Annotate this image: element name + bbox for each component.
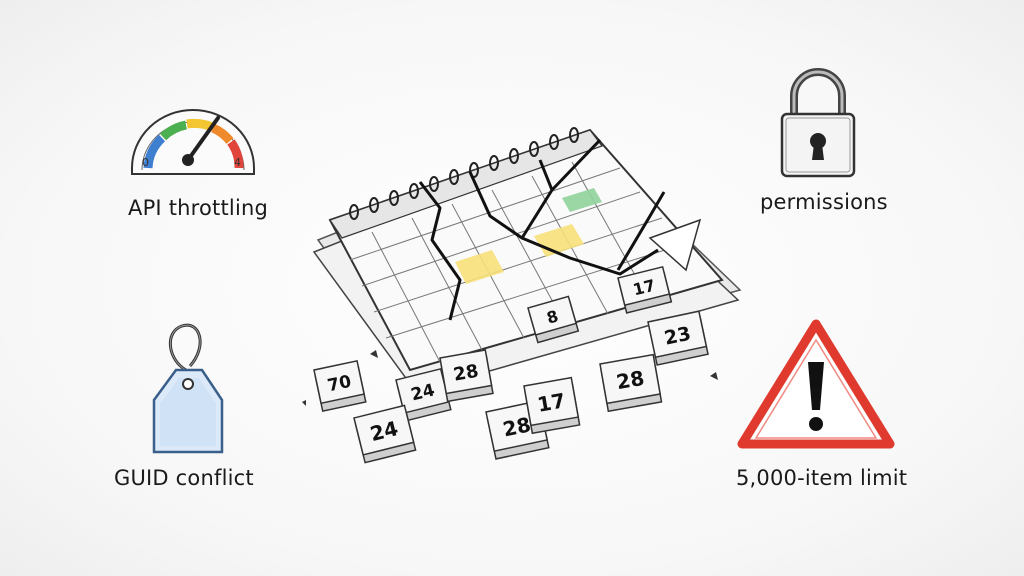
date-tile-number: 70	[326, 372, 353, 397]
date-tile: 17	[523, 376, 581, 435]
padlock-icon	[780, 68, 856, 178]
tag-icon	[152, 323, 224, 454]
permissions-label: permissions	[760, 190, 888, 214]
date-tile-number: 23	[662, 323, 692, 350]
warning-triangle-icon	[737, 319, 895, 449]
gauge-min-label: 0	[142, 156, 149, 169]
broken-calendar-illustration	[302, 127, 742, 424]
item-limit-label: 5,000-item limit	[736, 466, 908, 490]
date-tile: 70	[313, 359, 367, 412]
date-tile: 28	[439, 349, 494, 403]
date-tile: 23	[647, 310, 709, 366]
date-tile-number: 17	[631, 276, 657, 300]
date-tile-number: 17	[535, 388, 567, 416]
date-tile: 24	[395, 367, 452, 422]
date-tile-number: 8	[544, 306, 560, 327]
guid-conflict-label: GUID conflict	[114, 466, 254, 490]
date-tile-number: 28	[614, 366, 646, 394]
date-tiles: 70 24 24 28 8 28 17 28 23	[313, 265, 709, 464]
date-tile: 17	[617, 265, 673, 314]
gauge-max-label: 4	[234, 156, 241, 169]
date-tile: 8	[527, 295, 580, 344]
date-tile-number: 28	[452, 361, 480, 386]
date-tile-number: 28	[501, 412, 533, 441]
gauge-icon: 0 4	[131, 109, 255, 175]
date-tile: 28	[599, 353, 663, 413]
date-tile: 24	[353, 404, 417, 464]
api-throttling-label: API throttling	[128, 196, 269, 220]
